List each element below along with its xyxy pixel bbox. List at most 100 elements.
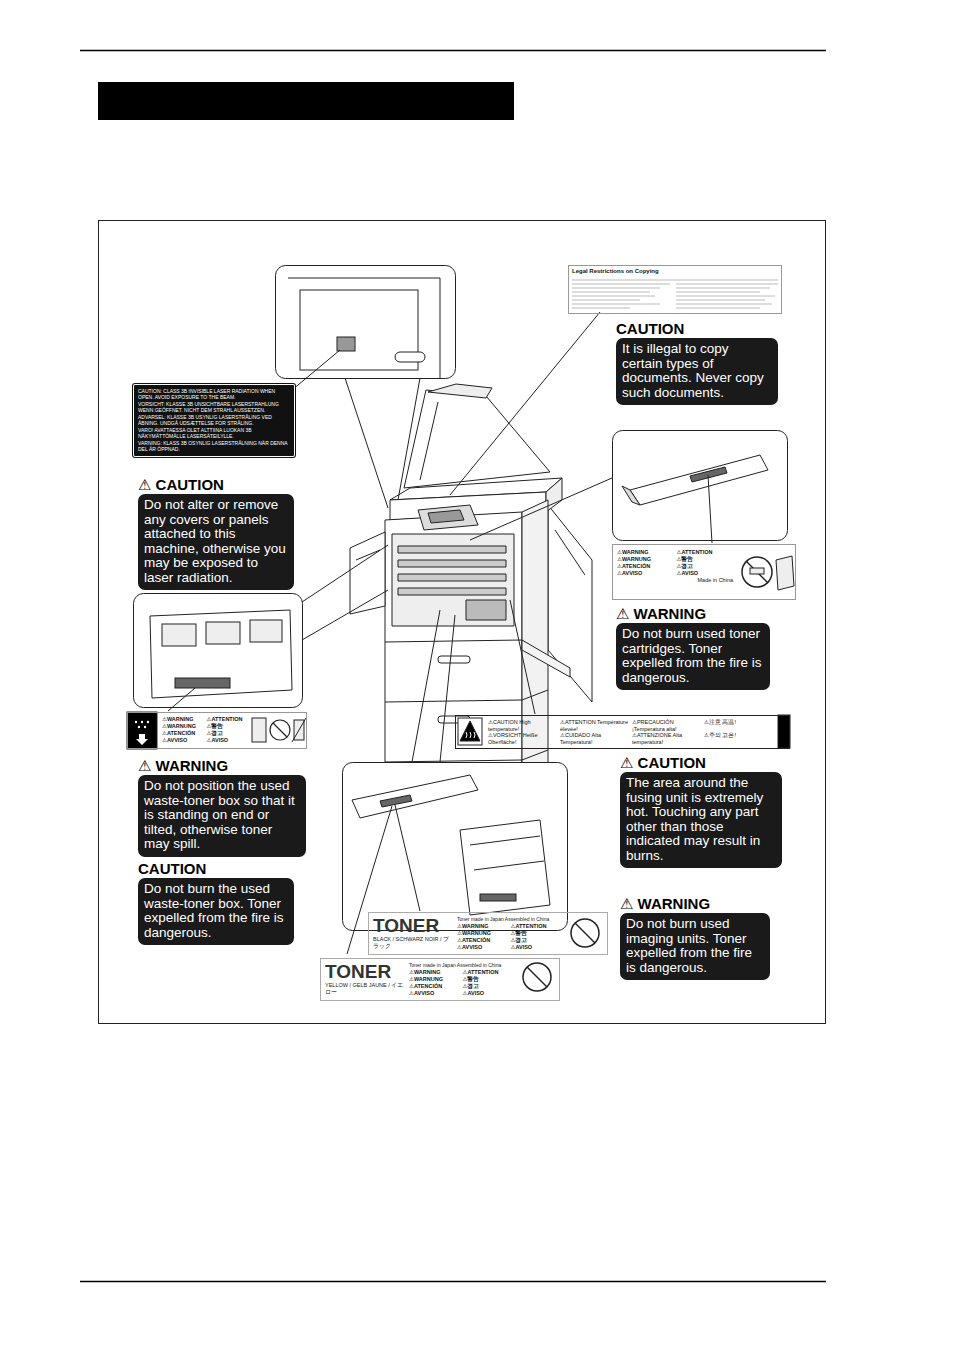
copier-drawing [385, 700, 522, 702]
hot-warning: ⚠CUIDADO Alta Temperatura! [560, 732, 629, 745]
warning-grid: ⚠CAUTION High temperature!⚠ATTENTION Tem… [488, 719, 773, 745]
warning-callout: ⚠ WARNINGDo not burn used toner cartridg… [616, 605, 770, 690]
label-icons [292, 718, 306, 742]
label-icons [466, 732, 475, 738]
detail-insets [150, 610, 292, 698]
label-leaders [168, 688, 195, 711]
callout-text: Do not burn used imaging units. Toner ex… [626, 917, 764, 975]
callout-box: Do not burn the used waste-toner box. To… [138, 878, 294, 945]
label-icons [746, 561, 768, 583]
label-icons [676, 292, 760, 293]
warning-word: ⚠ATENCIÓN [162, 730, 204, 737]
callout-text: Do not position the used waste-toner box… [144, 779, 300, 852]
toner-brand: TONERBLACK / SCHWARZ NOIR / ブラック [373, 916, 453, 951]
label-icons [676, 300, 765, 301]
warning-grid: ⚠WARNING⚠ATTENTION⚠WARNUNG⚠警告⚠ATENCIÓN⚠경… [457, 923, 561, 951]
detail-insets [206, 622, 240, 644]
detail-insets [134, 266, 788, 931]
label-icons [135, 721, 149, 745]
copier-drawing [398, 574, 506, 581]
label-icons [141, 721, 143, 723]
detail-insets [337, 337, 355, 351]
laser-warning-text: VARNING: KLASS 3B OSYNLIG LASERSTRÅLNING… [138, 440, 290, 452]
warning-word: ⚠AVVISO [617, 570, 674, 577]
leader-lines [345, 378, 388, 508]
warning-word: ⚠경고 [677, 563, 734, 570]
hot-warning: ⚠ATTENTION Température élevée! [560, 719, 629, 732]
origin-note: Toner made in Japan Assembled in China [409, 962, 513, 968]
warning-word: ⚠WARNUNG [409, 976, 460, 983]
label-sticker: TONERYELLOW / GELB JAUNE / イエロー Toner mad… [320, 958, 560, 1001]
callout-heading: ⚠ CAUTION [138, 476, 294, 493]
page-frame [98, 82, 514, 120]
hot-warning: ⚠PRECAUCIÓN ¡Temperatura alta! [632, 719, 701, 732]
toner-word: TONER [373, 916, 453, 936]
label-icons [676, 288, 770, 289]
toner-details: Toner made in Japan Assembled in China⚠W… [457, 916, 561, 951]
detail-insets [276, 266, 456, 379]
copier-drawing [418, 505, 478, 530]
label-icons [778, 715, 790, 748]
copier-drawing [385, 640, 522, 642]
label-icons [135, 721, 137, 723]
callout-heading: CAUTION [138, 860, 294, 877]
label-icons [144, 726, 146, 728]
label-icons [572, 284, 670, 285]
label-sticker: ⚠WARNING⚠ATTENTION⚠WARNUNG⚠警告⚠ATENCIÓN⚠경… [612, 544, 796, 600]
leader-lines [302, 590, 388, 640]
label-icons [136, 734, 148, 745]
callout-box: The area around the fusing unit is extre… [620, 772, 782, 868]
detail-insets [343, 763, 568, 931]
laser-warning-text: VORSICHT: KLASSE 3B UNSICHTBARE LASERSTR… [138, 401, 290, 413]
callout-box: Do not burn used toner cartridges. Toner… [616, 623, 770, 690]
warning-word: ⚠WARNUNG [617, 556, 674, 563]
label-icons [138, 726, 140, 728]
label-leaders [708, 475, 712, 543]
callout-heading: CAUTION [616, 320, 778, 337]
warning-callout: ⚠ WARNINGDo not burn used imaging units.… [620, 895, 770, 980]
detail-insets [622, 486, 640, 505]
warning-word: ⚠ATTENTION [207, 716, 249, 723]
toner-color: BLACK / SCHWARZ NOIR / ブラック [373, 936, 453, 949]
warning-grid: ⚠WARNING⚠ATTENTION⚠WARNUNG⚠警告⚠ATENCIÓN⚠경… [617, 549, 733, 577]
callout-box: It is illegal to copy certain types of d… [616, 338, 778, 405]
callout-heading: ⚠ CAUTION [620, 754, 782, 771]
copier-drawing [392, 534, 514, 626]
label-icons [572, 308, 630, 309]
leader-lines [412, 610, 440, 762]
callout-text: The area around the fusing unit is extre… [626, 776, 776, 863]
leader-lines [302, 545, 388, 602]
laser-warning-text: VARO! AVATTAESSA OLET ALTTIINA LUOKAN 3B… [138, 427, 290, 439]
label-icons [572, 296, 655, 297]
detail-insets [162, 624, 196, 646]
detail-insets [474, 861, 544, 870]
callout-box: Do not alter or remove any covers or pan… [138, 494, 294, 590]
detail-insets [395, 352, 425, 362]
label-sticker: TONERBLACK / SCHWARZ NOIR / ブラックToner ma… [368, 912, 608, 955]
warning-word: ⚠警告 [511, 930, 562, 937]
label-icons [270, 720, 290, 740]
detail-insets [134, 594, 303, 708]
copier-drawing [522, 750, 548, 760]
label-icons [252, 718, 266, 742]
page-frame [80, 51, 826, 1282]
toner-brand: TONERYELLOW / GELB JAUNE / イエロー [325, 962, 405, 997]
label-icons [572, 280, 778, 281]
label-icons [575, 923, 595, 943]
origin-note: Toner made in Japan Assembled in China [457, 916, 561, 922]
warning-word: ⚠AVISO [677, 570, 734, 577]
warning-word: ⚠AVVISO [162, 737, 204, 744]
laser-warning-text: ADVARSEL: KLASSE 3B USYNLIG LASERSTRÅLIN… [138, 414, 290, 426]
toner-color: YELLOW / GELB JAUNE / イエロー [325, 982, 405, 995]
label-leaders [395, 805, 420, 911]
copier-drawing [428, 384, 492, 398]
copier-drawing [398, 546, 506, 553]
label-icons [750, 568, 764, 574]
warning-callout: CAUTIONIt is illegal to copy certain typ… [616, 320, 778, 405]
copier-drawing [420, 402, 438, 480]
label-icons [742, 557, 772, 587]
copier-drawing [428, 510, 464, 523]
copier-drawing [404, 390, 550, 488]
copier-drawing [522, 690, 548, 700]
